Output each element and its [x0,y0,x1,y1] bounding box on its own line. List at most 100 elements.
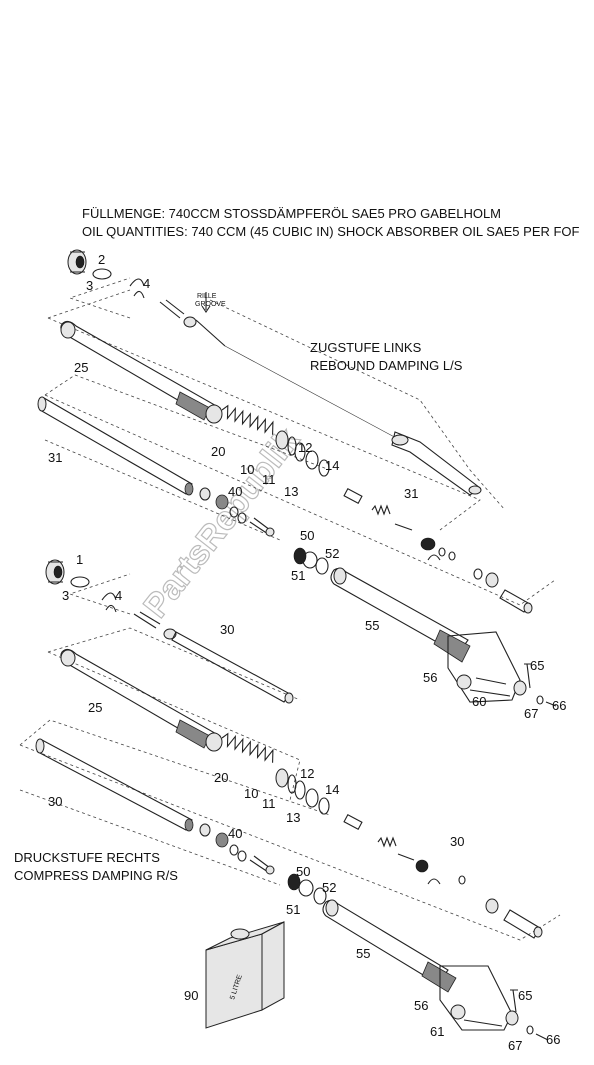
top-assembly: RILLE GROOVE [37,249,566,721]
guide-line [209,299,506,511]
label-65: 65 [518,988,532,1003]
o-ring [70,576,90,588]
label-40: 40 [228,826,242,841]
compression-valve-parts [343,813,543,939]
label-66: 66 [552,698,566,713]
fork-spring [221,404,274,435]
label-50: 50 [300,528,314,543]
header-line-2: OIL QUANTITIES: 740 CCM (45 CUBIC IN) SH… [82,224,580,239]
label-14: 14 [325,782,339,797]
label-11: 11 [262,472,276,487]
lower-leg [330,567,527,703]
label-51: 51 [291,568,305,583]
outer-tube [60,648,223,752]
oil-canister: 5 LITRE [205,921,285,1029]
label-2: 2 [98,252,105,267]
o-ring [302,551,318,569]
fork-cap [45,559,65,585]
label-25: 25 [88,700,102,715]
seal-ring [294,780,306,800]
o-ring [313,887,327,905]
label-66: 66 [546,1032,560,1047]
label-56: 56 [423,670,437,685]
o-ring [315,557,329,575]
bottom-assembly: 5 LITRE 1 3 4 30 25 30 20 10 11 12 13 14… [14,552,560,1053]
label-65: 65 [530,658,544,673]
compress-note-en: COMPRESS DAMPING R/S [14,868,178,883]
damper-cartridge [35,738,194,832]
label-67: 67 [524,706,538,721]
spring-washer [275,768,289,788]
guide-line [68,277,131,319]
label-67: 67 [508,1038,522,1053]
label-52: 52 [325,546,339,561]
label-13: 13 [284,484,298,499]
label-13: 13 [286,810,300,825]
guide-line [44,374,331,471]
fork-spring [221,732,274,763]
rebound-note-de: ZUGSTUFE LINKS [310,340,422,355]
guide-line [19,789,281,886]
guide-line [19,744,561,941]
guide-line [44,394,556,606]
outer-tube [60,320,223,424]
bleed-screw [535,1033,549,1041]
label-4: 4 [115,588,122,603]
damper-rod-top [159,292,401,441]
axle-bolt [524,663,532,689]
clip [101,592,117,613]
inner-tube [37,396,194,496]
label-30-right: 30 [450,834,464,849]
label-31: 31 [48,450,62,465]
bleed-screw [545,701,557,707]
washer [536,695,544,705]
groove-label-de: RILLE [197,293,217,300]
o-ring [92,268,112,280]
label-3: 3 [62,588,69,603]
label-12: 12 [300,766,314,781]
axle-bolt [510,989,518,1013]
label-14: 14 [325,458,339,473]
label-61: 61 [430,1024,444,1039]
oil-seal [305,788,319,808]
label-12: 12 [298,440,312,455]
label-56: 56 [414,998,428,1013]
rebound-note-en: REBOUND DAMPING L/S [310,358,463,373]
label-4: 4 [143,276,150,291]
oil-seal [305,450,319,470]
compress-note-de: DRUCKSTUFE RECHTS [14,850,160,865]
label-20: 20 [211,444,225,459]
damper-valve-parts [199,487,275,537]
spring-washer [275,430,289,450]
damper-valve-parts [199,823,275,875]
label-3: 3 [86,278,93,293]
dust-seal [318,797,330,815]
label-51: 51 [286,902,300,917]
lower-leg [322,899,519,1031]
clip [129,278,145,299]
damper-cartridge [391,431,482,496]
label-60: 60 [472,694,486,709]
label-10: 10 [244,786,258,801]
label-20: 20 [214,770,228,785]
dust-seal [318,459,330,477]
damper-nut [287,873,301,891]
guide-line [19,719,331,816]
label-25: 25 [74,360,88,375]
guide-line [47,317,481,531]
header-line-1: FÜLLMENGE: 740CCM STOSSDÄMPFERÖL SAE5 PR… [82,206,501,221]
label-52: 52 [322,880,336,895]
washer [526,1025,534,1035]
fork-cap [67,249,87,275]
label-50: 50 [296,864,310,879]
label-31-right: 31 [404,486,418,501]
compression-adjuster [133,611,294,704]
o-ring [298,879,314,897]
guide-line [47,289,131,319]
guide-line [47,627,301,701]
seal-ring [294,442,306,462]
label-11: 11 [262,796,276,811]
groove-label-en: GROOVE [195,301,226,308]
label-55: 55 [365,618,379,633]
label-55: 55 [356,946,370,961]
